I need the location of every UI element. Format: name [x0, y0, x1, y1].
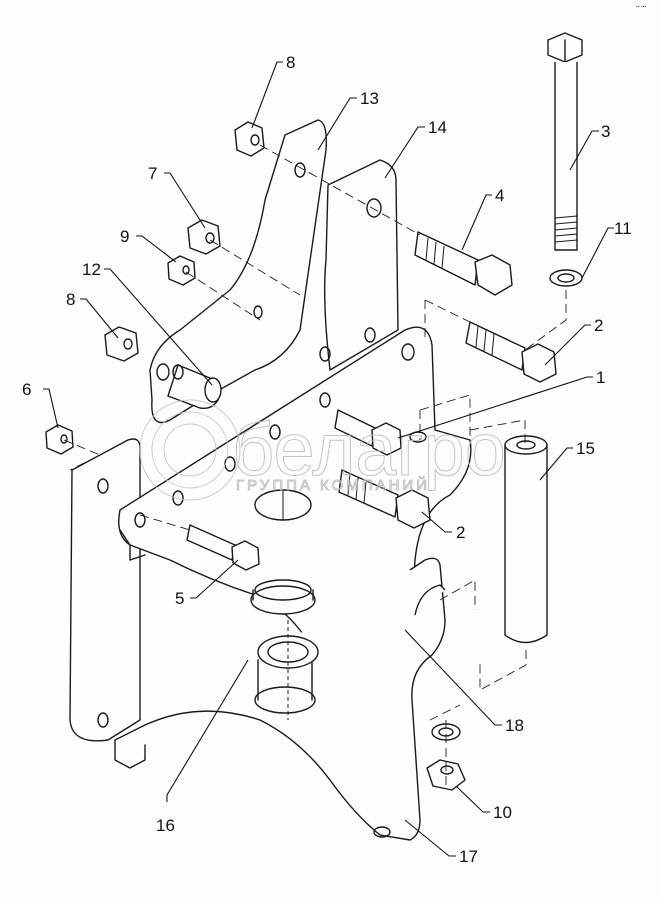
callout-17: 17 [459, 847, 478, 866]
part-1-bolt [334, 409, 402, 456]
part-2-bolt-upper [465, 321, 557, 383]
callout-14: 16 [156, 816, 175, 835]
watermark-brand: белагро [232, 408, 506, 491]
part-5-bolt [186, 524, 260, 571]
left-mounting-plate [69, 438, 141, 742]
watermark: белагро ГРУППА КОМПАНИЙ [139, 399, 506, 501]
callout-8-upper: 8 [286, 53, 295, 72]
callout-18: 18 [505, 716, 524, 735]
part-2-bolt-lower [338, 469, 431, 529]
part-7-nut [187, 219, 221, 255]
callout-5: 5 [175, 589, 184, 608]
part-10-nut [426, 723, 466, 791]
callout-8-lower: 8 [66, 290, 75, 309]
callout-2-upper: 2 [594, 316, 603, 335]
callout-15: 13 [360, 89, 379, 108]
part-9-nut [167, 255, 196, 286]
callout-leaders [43, 61, 614, 857]
callout-3: 3 [601, 122, 610, 141]
callout-10: 10 [493, 803, 512, 822]
part-14-bushing [250, 579, 319, 720]
callout-12: 12 [82, 260, 101, 279]
watermark-subtitle: ГРУППА КОМПАНИЙ [236, 476, 430, 494]
callout-16: 14 [428, 118, 447, 137]
part-8-nut-lower [104, 326, 139, 362]
callout-11: 11 [614, 219, 632, 238]
part-4-bolt [414, 231, 513, 296]
callout-1: 1 [596, 368, 605, 387]
callout-13: 15 [576, 439, 595, 458]
part-11-spring-washer [549, 269, 583, 287]
callout-7: 7 [148, 164, 157, 183]
assembly-centerlines [63, 144, 567, 790]
part-13-sleeve [504, 435, 548, 644]
callout-6: 6 [22, 380, 31, 399]
part-16-bracket [319, 159, 399, 371]
callout-4: 4 [495, 186, 504, 205]
part-12-pin [167, 364, 222, 410]
part-15-bracket [149, 119, 328, 424]
callout-2-lower: 2 [456, 523, 465, 542]
part-3-long-bolt [547, 32, 583, 251]
part-6-nut [45, 424, 74, 455]
corner-mark: ▪▪ ▪▪▪ [636, 4, 646, 10]
callout-9: 9 [120, 227, 129, 246]
part-8-nut-upper [234, 121, 265, 157]
callout-labels: 8 13 14 3 4 7 9 12 8 11 6 2 1 15 2 5 18 … [22, 53, 632, 866]
